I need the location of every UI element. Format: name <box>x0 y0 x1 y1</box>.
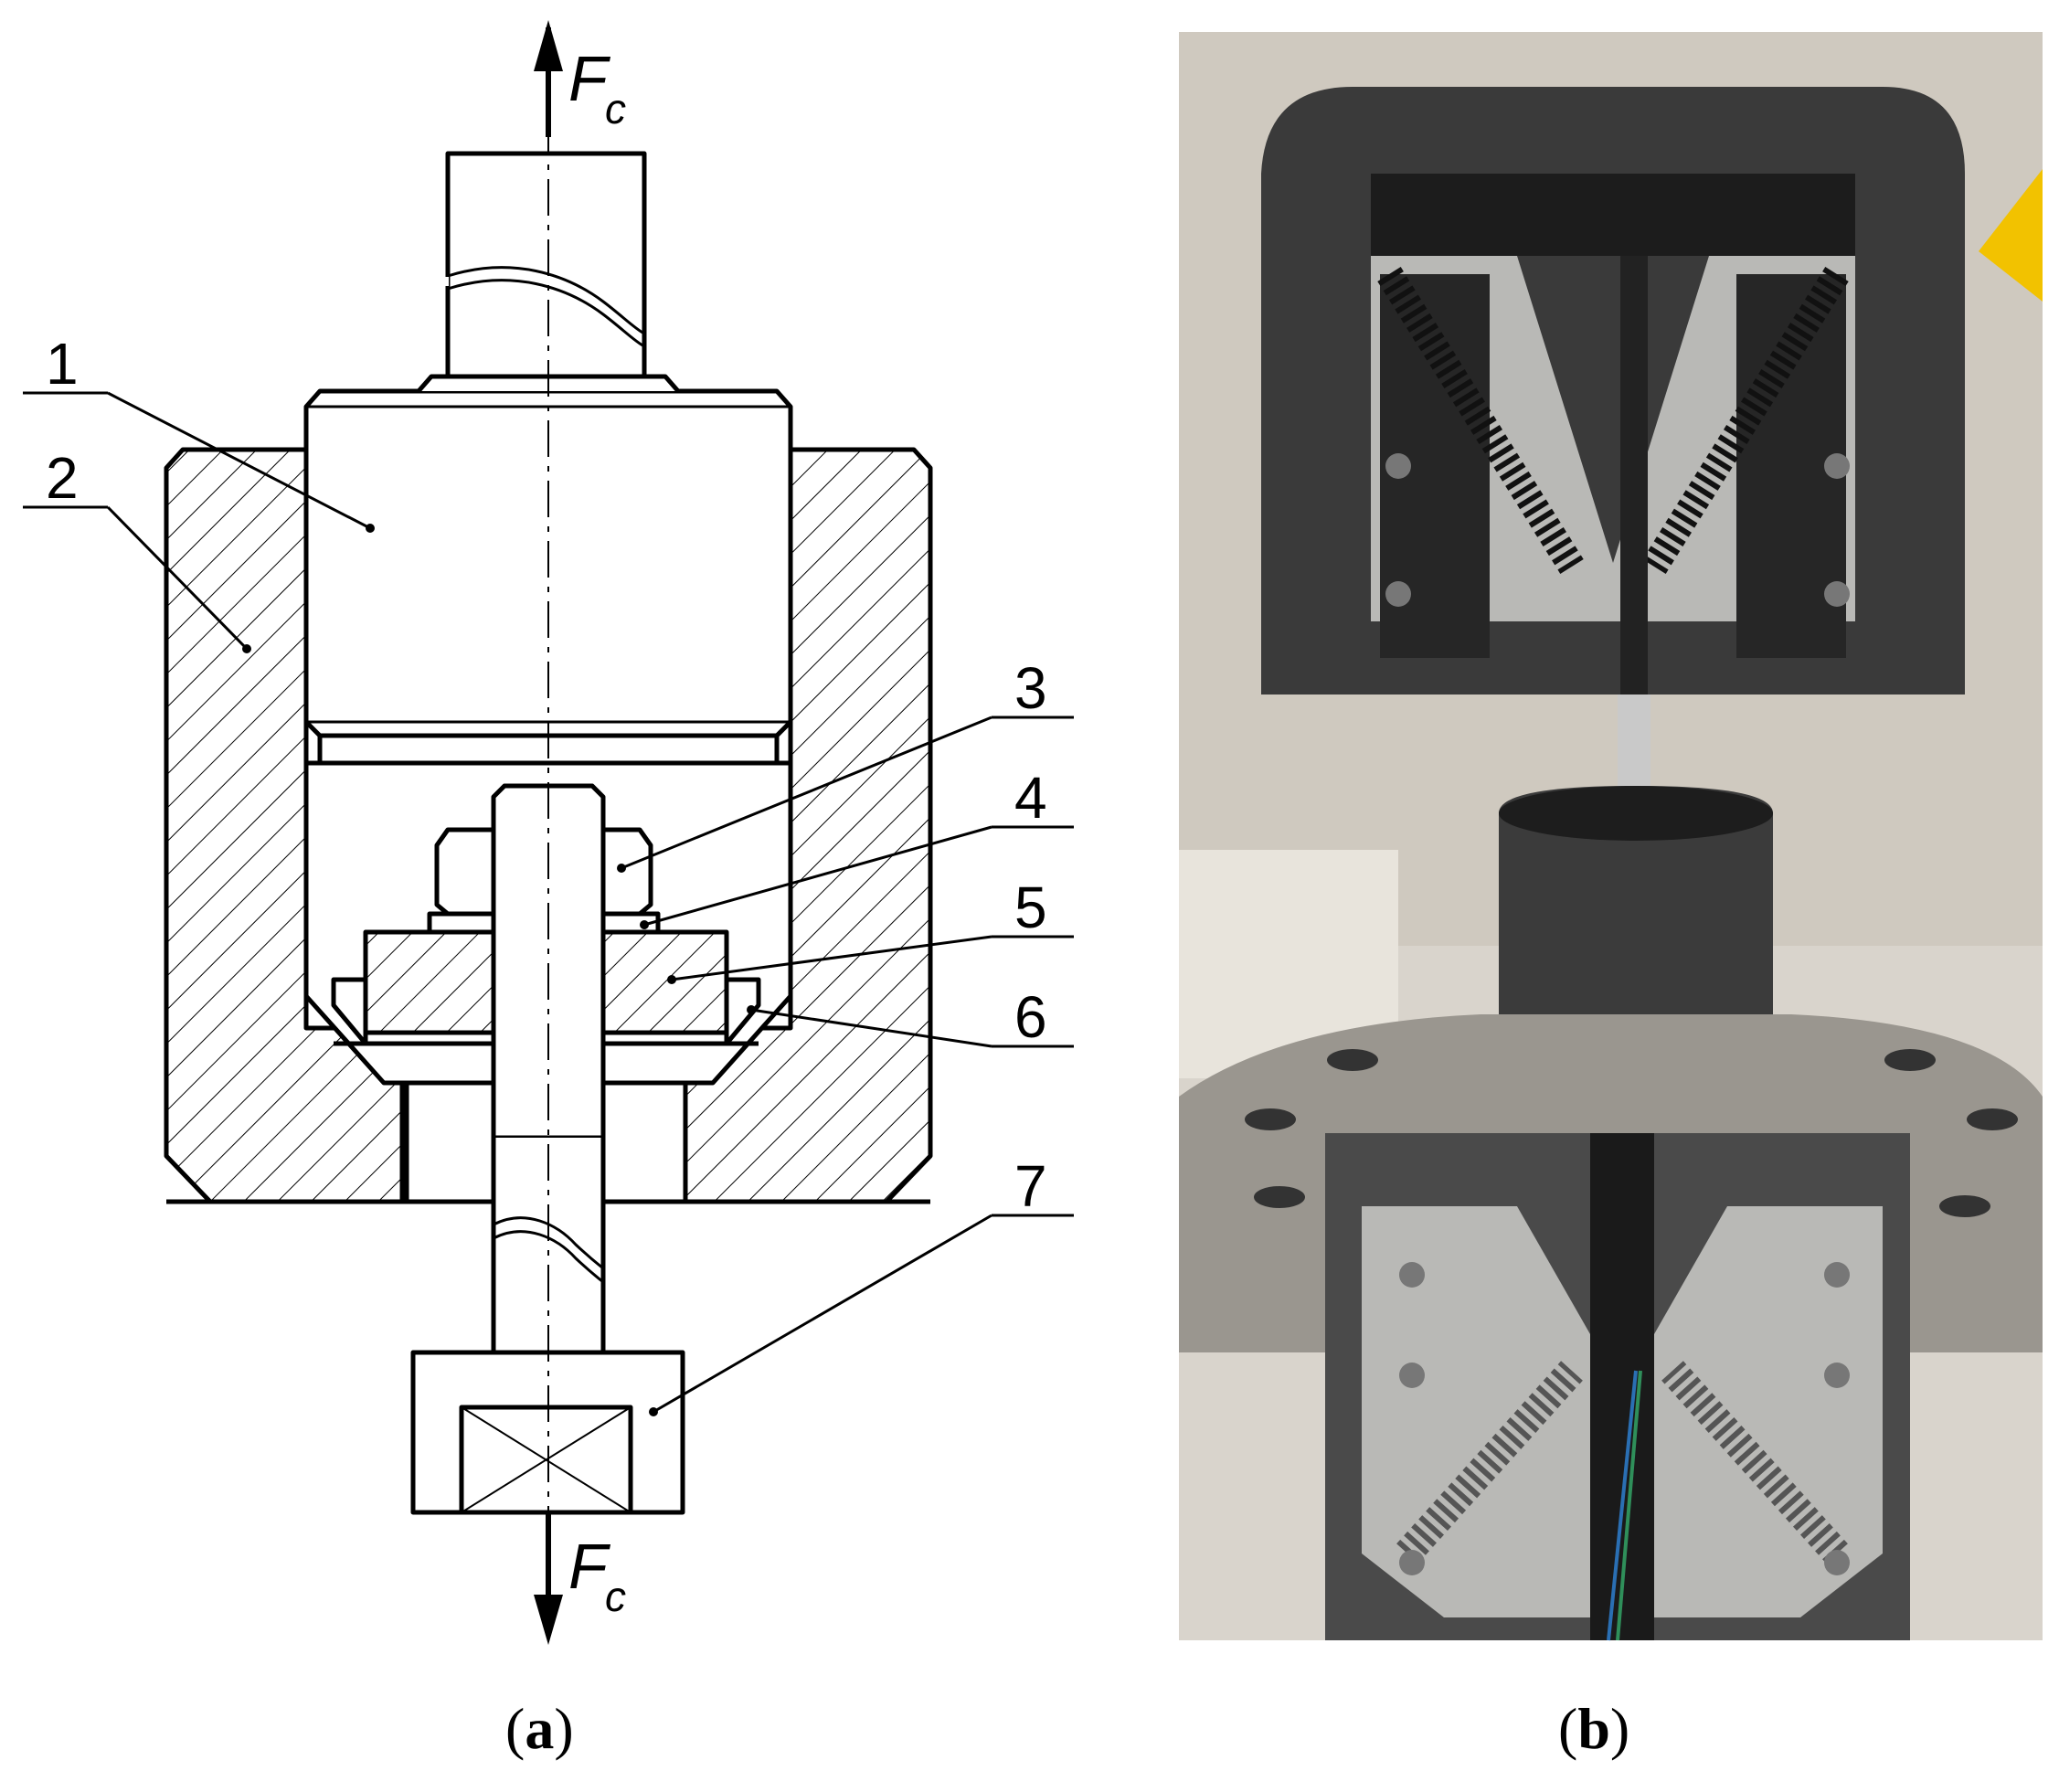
bolts-upper <box>1385 453 1850 607</box>
rod-break <box>493 1216 604 1284</box>
sensor-wire-green <box>1616 1370 1642 1641</box>
base-plate-holes <box>1245 1049 2018 1217</box>
upper-shaft-break <box>447 266 645 348</box>
upper-grip-bar <box>1371 174 1855 256</box>
specimen-shank-photo <box>1618 695 1650 795</box>
panel-a-drawing <box>164 20 933 1645</box>
bolts-lower <box>1399 1262 1850 1575</box>
part-label-5: 5 <box>1014 875 1047 940</box>
force-label-top: F <box>568 43 611 114</box>
seat-ring-right <box>724 977 761 1046</box>
part-callouts <box>23 391 1074 1416</box>
lower-specimen-slot <box>1590 1133 1654 1640</box>
lower-spring-left <box>1396 1361 1583 1564</box>
lower-jaw-left <box>1362 1206 1590 1617</box>
warning-sticker <box>1979 169 2043 302</box>
part-label-6: 6 <box>1014 984 1047 1050</box>
panel-b-photo <box>1179 32 2043 1641</box>
force-label-bottom: F <box>568 1531 611 1602</box>
force-subscript-bottom: c <box>605 1573 626 1620</box>
lower-jaw-right <box>1654 1206 1883 1617</box>
lower-spring-right <box>1661 1361 1848 1564</box>
part-label-2: 2 <box>46 445 79 511</box>
sensor-wire-blue <box>1607 1370 1638 1641</box>
upper-spring-left <box>1377 267 1584 574</box>
part-label-1: 1 <box>46 331 79 397</box>
upper-shaft-body <box>445 151 647 379</box>
force-subscript-top: c <box>605 85 626 133</box>
part-label-3: 3 <box>1014 655 1047 721</box>
cylinder-top-photo <box>1499 786 1773 841</box>
caption-b: (b) <box>1558 1696 1630 1761</box>
caption-a: (a) <box>505 1696 574 1761</box>
part-label-7: 7 <box>1014 1153 1047 1219</box>
part-label-4: 4 <box>1014 765 1047 831</box>
upper-spring-right <box>1642 267 1849 574</box>
square-cross-2 <box>461 1406 631 1513</box>
